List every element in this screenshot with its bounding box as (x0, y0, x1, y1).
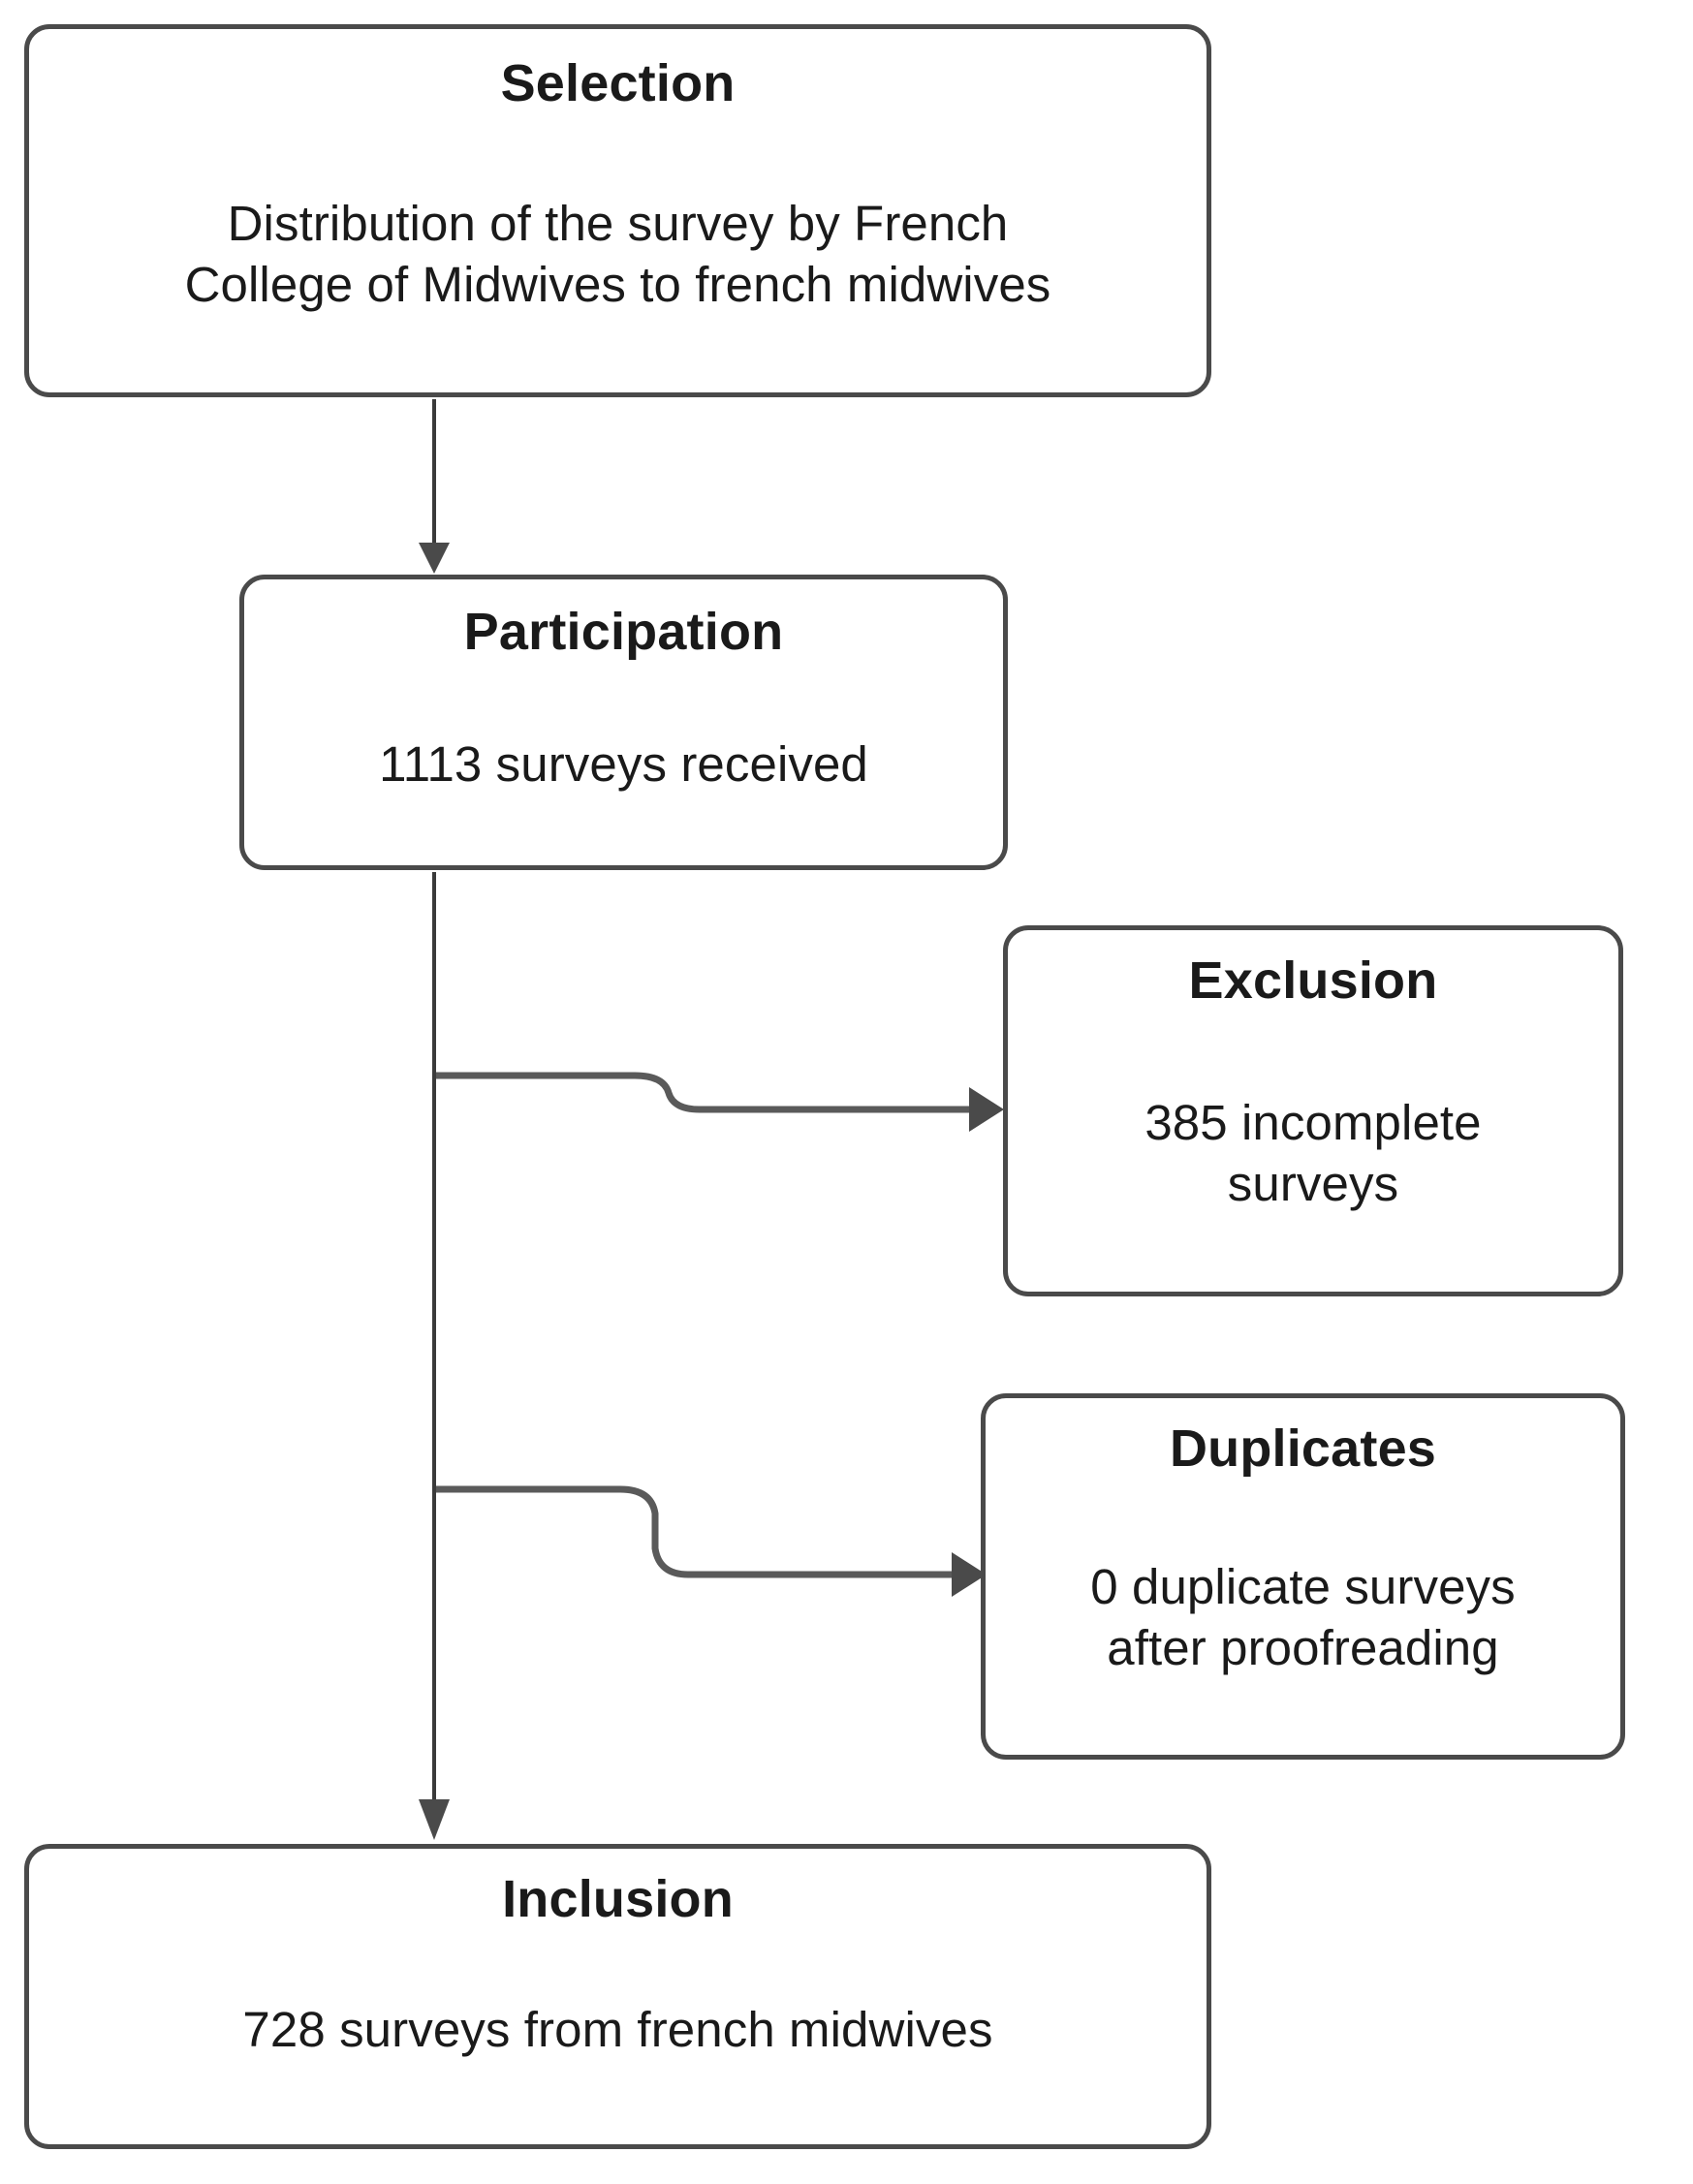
node-selection-body-line-2: College of Midwives to french midwives (184, 256, 1051, 312)
node-duplicates-title: Duplicates (1169, 1420, 1437, 1478)
node-duplicates-body-line-1: 0 duplicate surveys (1090, 1559, 1516, 1615)
edge-participation-to-duplicates (436, 1485, 987, 1597)
node-exclusion-body-line-1: 385 incomplete (1144, 1095, 1482, 1151)
edge-participation-to-exclusion (436, 1072, 1004, 1132)
node-inclusion[interactable]: Inclusion 728 surveys from french midwiv… (24, 1844, 1211, 2149)
node-selection[interactable]: Selection Distribution of the survey by … (24, 24, 1211, 397)
node-duplicates[interactable]: Duplicates 0 duplicate surveys after pro… (981, 1393, 1625, 1760)
node-exclusion-body-line-2: surveys (1227, 1155, 1399, 1211)
node-inclusion-body-line-1: 728 surveys from french midwives (242, 2002, 993, 2058)
node-exclusion-body: 385 incomplete surveys (1061, 1093, 1565, 1213)
node-participation-title: Participation (463, 603, 784, 661)
node-selection-body-line-1: Distribution of the survey by French (227, 196, 1009, 252)
edge-selection-to-participation (419, 399, 450, 574)
node-inclusion-title: Inclusion (502, 1870, 734, 1928)
node-participation-body-line-1: 1113 surveys received (379, 736, 868, 793)
node-duplicates-body: 0 duplicate surveys after proofreading (1013, 1557, 1594, 1677)
node-participation-body: 1113 surveys received (379, 734, 868, 795)
node-exclusion[interactable]: Exclusion 385 incomplete surveys (1003, 925, 1623, 1296)
node-selection-title: Selection (500, 54, 736, 112)
node-inclusion-body: 728 surveys from french midwives (61, 2000, 1176, 2060)
node-participation[interactable]: Participation 1113 surveys received (239, 575, 1008, 870)
edge-participation-to-inclusion (419, 872, 450, 1840)
node-selection-body: Distribution of the survey by French Col… (71, 194, 1166, 314)
node-duplicates-body-line-2: after proofreading (1107, 1619, 1499, 1675)
node-exclusion-title: Exclusion (1188, 952, 1438, 1010)
